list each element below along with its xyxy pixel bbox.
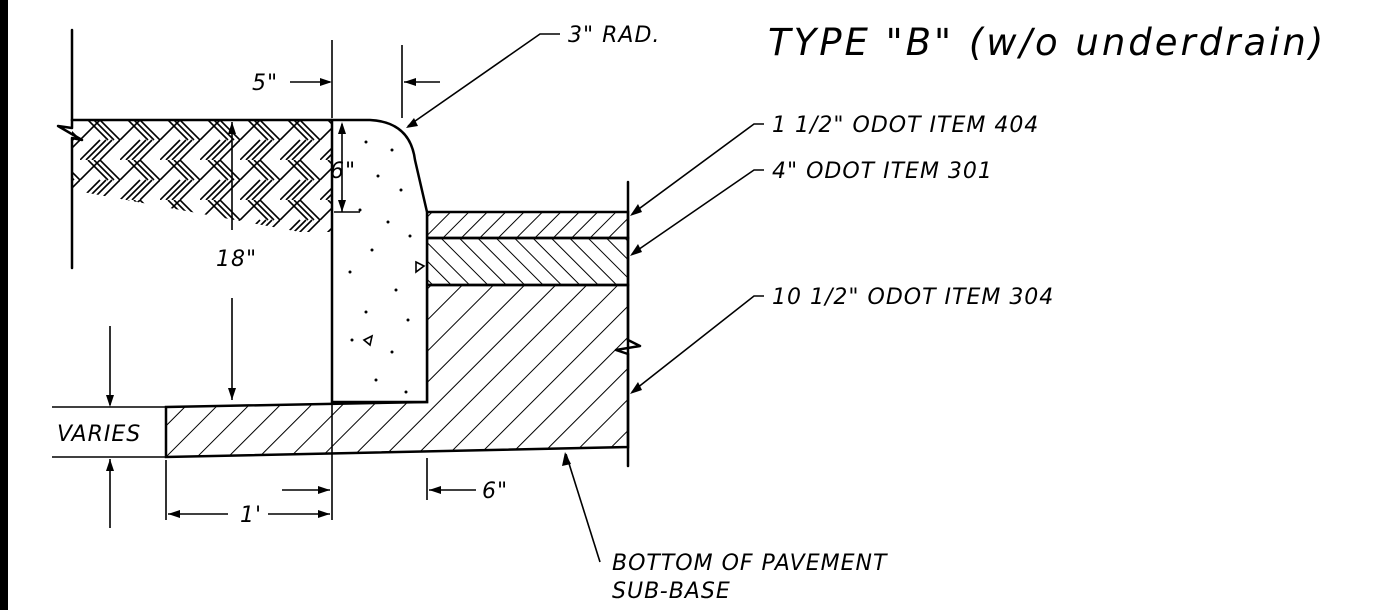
concrete-curb <box>330 118 429 404</box>
dim-1ft: 1' <box>165 404 333 528</box>
bottom-label-line2: SUB-BASE <box>612 579 731 604</box>
item304-label: 10 1/2" ODOT ITEM 304 <box>772 285 1054 310</box>
section-title: TYPE "B" (w/o underdrain) <box>768 21 1326 64</box>
dim-6in-reveal: 6" <box>330 122 360 213</box>
right-break-line <box>614 180 642 468</box>
leader-304: 10 1/2" ODOT ITEM 304 <box>630 285 1054 394</box>
dim-18in: 18" <box>216 122 257 400</box>
frame-border <box>0 0 8 610</box>
dim-varies: VARIES <box>52 326 166 528</box>
layer-301 <box>425 236 630 287</box>
bottom-label-line1: BOTTOM OF PAVEMENT <box>612 551 888 576</box>
radius-label: 3" RAD. <box>568 23 660 48</box>
leader-301: 4" ODOT ITEM 301 <box>630 159 993 256</box>
dim-5in: 5" <box>252 40 440 118</box>
leader-bottom: BOTTOM OF PAVEMENT SUB-BASE <box>562 452 888 604</box>
dim-6in-offset-label: 6" <box>482 479 508 504</box>
layer-404 <box>425 210 630 240</box>
dim-varies-label: VARIES <box>57 422 141 447</box>
leader-radius: 3" RAD. <box>406 23 660 128</box>
dim-6in-reveal-label: 6" <box>330 159 356 184</box>
earth-fill <box>70 118 334 232</box>
dim-6in-offset: 6" <box>426 458 508 504</box>
dim-5in-label: 5" <box>252 71 278 96</box>
dim-1ft-label: 1' <box>240 503 262 528</box>
dim-18in-label: 18" <box>216 247 257 272</box>
item404-label: 1 1/2" ODOT ITEM 404 <box>772 113 1039 138</box>
leader-404: 1 1/2" ODOT ITEM 404 <box>630 113 1039 216</box>
item301-label: 4" ODOT ITEM 301 <box>772 159 993 184</box>
left-break-line <box>56 28 84 270</box>
concrete-aggregate <box>348 140 426 394</box>
